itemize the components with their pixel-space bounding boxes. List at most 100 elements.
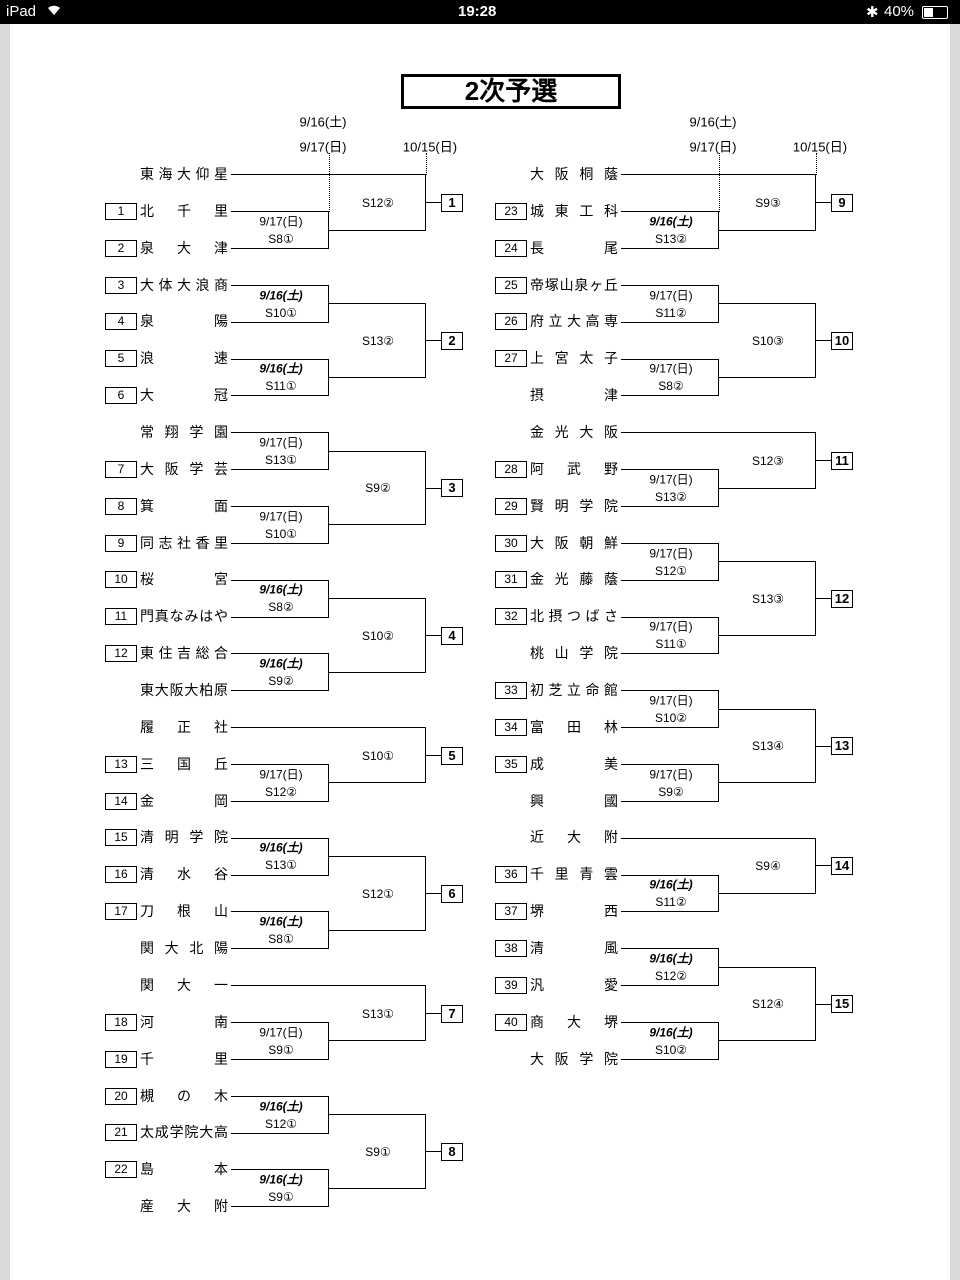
bracket-line [621,911,719,913]
bracket-line [231,690,329,692]
match-date: 9/16(土) [259,840,303,855]
team-name: 清風 [530,940,618,957]
bracket-line [719,635,816,636]
block-number: 1 [441,193,463,212]
team-seed-number: 10 [105,571,137,589]
team-name: 千里 [140,1050,228,1067]
bracket-line [816,1003,831,1005]
bracket-line [329,524,426,526]
bracket-line [329,598,426,600]
bracket-line [425,304,427,378]
bracket-line [816,745,831,747]
block-number: 7 [441,1004,463,1023]
team-name: 汎愛 [530,976,618,993]
final-venue: S12① [361,886,395,901]
bracket-line [815,562,817,636]
bracket-line [719,782,816,784]
team-name: 泉大津 [140,239,228,256]
bracket-line [426,1151,441,1153]
team-seed-number: 29 [495,497,527,515]
match-venue: S8② [268,600,294,615]
bracket-line [621,174,816,176]
bracket-line [231,1058,329,1060]
team-seed-number: 27 [495,350,527,368]
bracket-line [329,450,426,452]
team-seed-number: 40 [495,1013,527,1031]
match-date: 9/16(土) [259,582,303,597]
team-seed-number: 33 [495,682,527,700]
bracket-line [328,764,330,802]
bracket-line [719,487,816,489]
block-number: 6 [441,884,463,903]
final-venue: S10② [361,628,395,643]
bracket-line [621,211,719,213]
bracket-line [621,579,719,581]
bracket-line [231,174,426,176]
block-number: 2 [441,331,463,350]
bracket-line [231,1022,329,1024]
bracket-line [328,580,330,618]
team-name: 大体大浪商 [140,276,228,293]
team-name: 清水谷 [140,866,228,883]
bracket-line [231,358,329,360]
bracket-line [621,284,719,286]
round1-date-a-right: 9/16(土) [689,114,737,130]
team-seed-number: 38 [495,940,527,958]
team-seed-number: 13 [105,755,137,773]
team-name: 近大附 [530,829,618,846]
team-name: 富田林 [530,718,618,735]
page-title: 2次予選 [401,74,621,109]
bracket-line [231,653,329,655]
bracket-line [329,856,426,858]
match-venue: S13① [264,858,298,873]
bracket-line [719,229,816,231]
team-name: 成美 [530,755,618,772]
bracket-line [719,303,816,305]
team-name: 大阪桐蔭 [530,166,618,182]
team-seed-number: 15 [105,829,137,847]
guide-dotted-line [816,153,817,175]
bracket-line [621,321,719,323]
team-name: 堺西 [530,903,618,920]
final-venue: S13① [361,1006,395,1021]
block-number: 13 [831,737,853,756]
bracket-line [231,469,329,471]
match-venue: S10② [654,1042,688,1057]
bracket-line [231,247,329,249]
match-date: 9/17(日) [259,509,303,524]
bracket-line [718,543,720,581]
round1-date-a: 9/16(土) [299,114,347,130]
bracket-line [425,175,427,231]
team-name: 城東工科 [530,202,618,219]
bracket-line [329,376,426,378]
team-seed-number: 18 [105,1013,137,1031]
bracket-line [328,433,330,470]
final-venue: S10① [361,748,395,763]
team-name: 賢明学院 [530,497,618,514]
match-venue: S13① [264,453,298,468]
bracket-line [815,175,817,231]
bracket-line [621,653,719,655]
match-date: 9/16(土) [259,288,303,303]
bracket-line [621,1022,719,1024]
block-number: 11 [831,451,853,470]
team-seed-number: 28 [495,460,527,478]
match-venue: S12② [654,969,688,984]
bracket-line [816,459,831,461]
bracket-line [816,340,831,342]
team-seed-number: 3 [105,276,137,294]
bracket-line [425,451,427,526]
bracket-line [815,433,817,489]
bracket-line [231,727,426,729]
team-name: 桃山学院 [530,645,618,662]
guide-dotted-line [719,153,720,212]
bracket-line [815,709,817,784]
team-name: 産大附 [140,1198,228,1215]
block-number: 3 [441,479,463,498]
bracket-line [621,764,719,765]
match-date: 9/17(日) [649,767,693,782]
team-seed-number: 36 [495,866,527,884]
team-name: 大阪学芸 [140,460,228,477]
bracket-line [621,247,719,249]
match-venue: S8① [268,932,294,947]
